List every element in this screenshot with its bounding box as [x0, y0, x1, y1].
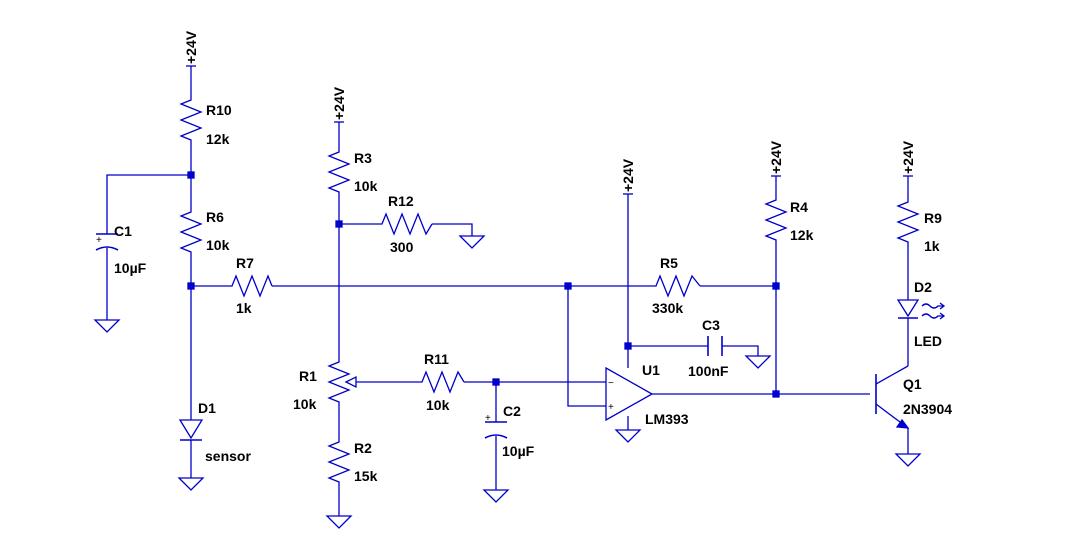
u1-value: LM393: [645, 411, 689, 427]
q1-ref: Q1: [903, 376, 922, 392]
u1-ref: U1: [642, 362, 660, 378]
c3-value: 100nF: [688, 363, 729, 379]
emitter-arrow-icon: [895, 418, 910, 429]
resistor-r12: R12 300: [376, 193, 433, 255]
led-d2: D2 LED: [896, 279, 946, 349]
capacitor-c3: C3 100nF: [688, 317, 729, 379]
ground-symbol: [744, 355, 772, 369]
d2-value: LED: [914, 333, 942, 349]
c2-value: 10µF: [502, 443, 535, 459]
r9-value: 1k: [924, 238, 940, 254]
junction-dot: [564, 282, 572, 290]
resistor-r2: R2 15k: [327, 434, 378, 490]
c3-ref: C3: [702, 317, 720, 333]
comparator-u1: − + U1 LM393: [605, 362, 689, 427]
supply-24v-r4: +24V: [768, 140, 784, 177]
grounds: [93, 235, 922, 529]
resistor-r5: R5 330k: [650, 255, 701, 316]
r3-value: 10k: [354, 178, 378, 194]
potentiometer-r1: R1 10k: [293, 354, 370, 412]
ground-symbol: [614, 429, 642, 443]
c1-value: 10µF: [114, 260, 147, 276]
u1-inverting-sign: −: [608, 378, 614, 389]
r12-ref: R12: [388, 193, 414, 209]
r12-value: 300: [390, 239, 414, 255]
capacitor-c2: + C2 10µF: [484, 403, 535, 459]
ground-symbol: [458, 235, 486, 249]
light-emission-arrows-icon: [921, 302, 946, 320]
u1-noninverting-sign: +: [608, 402, 614, 413]
r11-ref: R11: [424, 351, 449, 367]
supply-24v-u1: +24V: [620, 158, 636, 195]
supply-24v-r10: +24V: [183, 30, 199, 67]
r2-value: 15k: [354, 468, 378, 484]
resistor-r11: R11 10k: [416, 351, 465, 413]
resistor-r10: R10 12k: [179, 92, 232, 148]
supply-24v-r9: +24V: [900, 140, 916, 177]
junction-dot: [187, 282, 195, 290]
d1-value: sensor: [205, 448, 251, 464]
r6-value: 10k: [206, 237, 230, 253]
r5-ref: R5: [660, 255, 678, 271]
npn-transistor-q1: Q1 2N3904: [875, 365, 952, 429]
junction-dot: [492, 378, 500, 386]
junction-dot: [624, 342, 632, 350]
wire: [432, 223, 473, 236]
capacitor-c1: + C1 10µF: [95, 223, 147, 276]
d2-ref: D2: [914, 279, 932, 295]
wire: [106, 174, 191, 234]
diode-d1: D1 sensor: [178, 400, 251, 464]
r1-value: 10k: [293, 396, 317, 412]
c1-polarity: +: [96, 235, 102, 246]
r1-ref: R1: [299, 368, 317, 384]
ground-symbol: [482, 489, 510, 503]
supply-24v-r3: +24V: [331, 86, 347, 123]
r3-ref: R3: [354, 150, 372, 166]
r7-value: 1k: [236, 300, 252, 316]
q1-value: 2N3904: [903, 401, 952, 417]
resistor-r4: R4 12k: [764, 192, 814, 248]
junction-dot: [772, 282, 780, 290]
resistor-r9: R9 1k: [896, 194, 942, 254]
r10-ref: R10: [206, 102, 232, 118]
supply-label: +24V: [768, 140, 784, 174]
r1-wiper-arrow: [344, 375, 370, 389]
supply-label: +24V: [900, 140, 916, 174]
junction-dot: [335, 220, 343, 228]
ground-symbol: [93, 319, 121, 333]
r9-ref: R9: [924, 210, 942, 226]
r5-value: 330k: [652, 300, 683, 316]
c2-ref: C2: [503, 403, 521, 419]
junction-dot: [187, 171, 195, 179]
supply-label: +24V: [331, 86, 347, 120]
resistor-r6: R6 10k: [179, 204, 230, 258]
r4-value: 12k: [790, 227, 814, 243]
r10-value: 12k: [206, 131, 230, 147]
r6-ref: R6: [206, 209, 224, 225]
c2-polarity: +: [485, 413, 491, 424]
junction-dot: [772, 390, 780, 398]
supply-label: +24V: [183, 30, 199, 64]
r2-ref: R2: [354, 440, 372, 456]
ground-symbol: [177, 477, 205, 491]
d1-ref: D1: [198, 400, 216, 416]
ground-symbol: [894, 453, 922, 467]
ground-symbol: [325, 515, 353, 529]
r11-value: 10k: [426, 397, 450, 413]
junctions: [187, 171, 780, 398]
supply-label: +24V: [620, 158, 636, 192]
resistor-r7: R7 1k: [226, 255, 273, 316]
c1-ref: C1: [114, 223, 132, 239]
r4-ref: R4: [790, 199, 808, 215]
wire: [722, 345, 759, 356]
resistor-r3: R3 10k: [327, 144, 378, 200]
wire: [567, 286, 606, 407]
r7-ref: R7: [236, 255, 254, 271]
